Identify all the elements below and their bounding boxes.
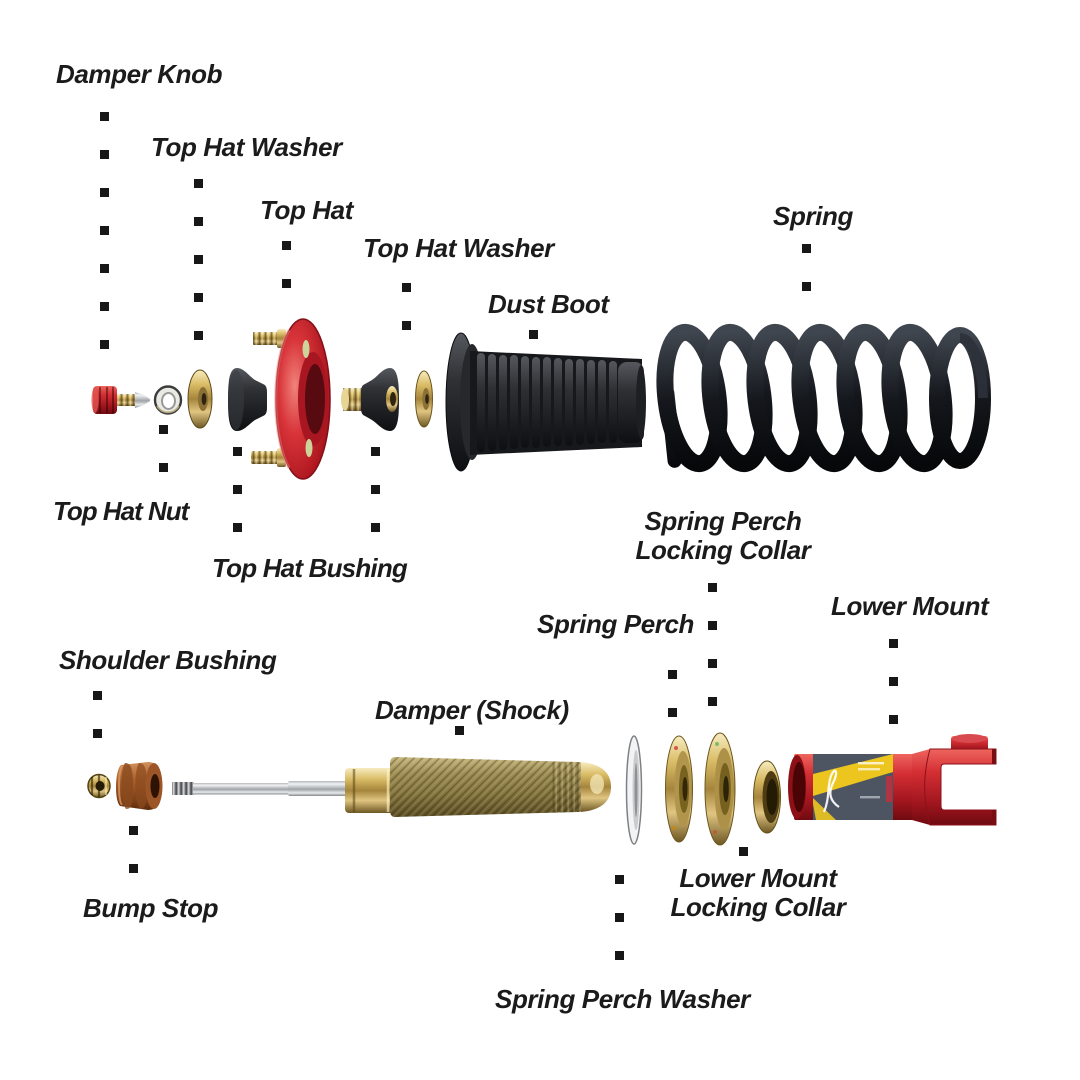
label-bump-stop: Bump Stop	[83, 893, 219, 923]
leader-lower-mount-locking-collar	[739, 847, 748, 856]
label-damper-shock: Damper (Shock)	[375, 695, 569, 725]
top-hat-stud-upper	[253, 329, 286, 348]
label-spring-perch-washer: Spring Perch Washer	[495, 984, 750, 1014]
lower-mount-locking-collar-part	[753, 760, 781, 834]
dust-boot-part	[445, 332, 646, 472]
label-spring-perch: Spring Perch	[537, 609, 695, 639]
leader-damper-shock	[455, 726, 464, 735]
spring-perch-locking-collar-part	[704, 732, 736, 846]
bump-stop-part	[115, 762, 163, 810]
shoulder-bushing-part	[87, 773, 111, 799]
lower-mount-part	[788, 734, 997, 826]
top-hat-washer-upper-part	[187, 369, 213, 429]
leader-top-hat-bushing-right	[371, 447, 380, 532]
spring-perch-part	[665, 735, 693, 843]
leader-bump-stop	[129, 826, 138, 873]
leader-spring	[802, 244, 811, 291]
label-lower-mount-locking-collar: Lower Mount Locking Collar	[670, 863, 846, 923]
label-top-hat-nut: Top Hat Nut	[53, 496, 189, 526]
top-hat-washer-inner-part	[415, 370, 433, 428]
label-dust-boot: Dust Boot	[488, 289, 609, 319]
label-top-hat: Top Hat	[260, 195, 353, 225]
label-damper-knob: Damper Knob	[56, 59, 223, 89]
label-lower-mount: Lower Mount	[831, 591, 989, 621]
leader-spring-perch-locking-collar	[708, 583, 717, 706]
label-shoulder-bushing: Shoulder Bushing	[59, 645, 277, 675]
leader-top-hat-washer-inner	[402, 283, 411, 330]
leader-dust-boot	[529, 330, 538, 339]
top-hat-nut-part	[153, 385, 183, 415]
leader-top-hat-bushing-left	[233, 447, 242, 532]
label-top-hat-washer-inner: Top Hat Washer	[363, 233, 554, 263]
label-spring: Spring	[773, 201, 853, 231]
leader-damper-knob	[100, 112, 109, 349]
top-hat-part	[251, 318, 331, 480]
damper-knob-part	[91, 386, 150, 414]
leader-lower-mount	[889, 639, 898, 724]
leader-top-hat-nut	[159, 425, 168, 472]
leader-spring-perch-washer	[615, 875, 624, 960]
top-hat-bushing-left-part	[228, 368, 267, 431]
leader-shoulder-bushing	[93, 691, 102, 738]
leader-top-hat	[282, 241, 291, 288]
leader-top-hat-washer-upper	[194, 179, 203, 340]
label-spring-perch-locking-collar: Spring Perch Locking Collar	[635, 506, 811, 566]
leader-spring-perch	[668, 670, 677, 717]
top-hat-bushing-right-part	[341, 368, 399, 431]
label-top-hat-bushing: Top Hat Bushing	[212, 553, 408, 583]
label-top-hat-washer-upper: Top Hat Washer	[151, 132, 342, 162]
spring-part	[656, 323, 991, 473]
spring-perch-washer-part	[625, 735, 643, 845]
damper-shock-part	[172, 757, 611, 817]
